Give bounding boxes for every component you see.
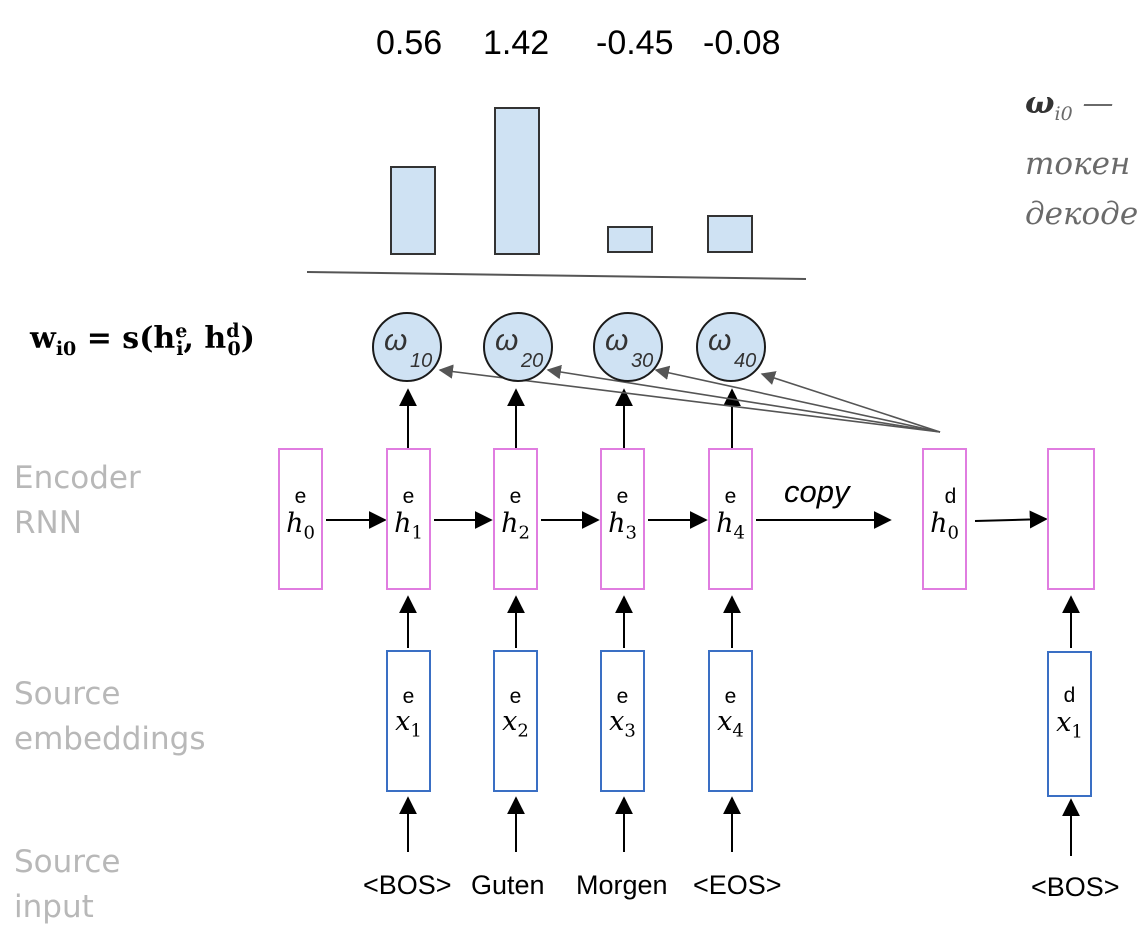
decoder-embedding-x1: d x1 [1047, 651, 1092, 797]
encoder-state-h0: e h0 [278, 448, 323, 590]
embedding-x2: e x2 [493, 650, 538, 792]
score-1: 0.56 [376, 24, 443, 62]
bar-1 [390, 166, 436, 255]
score-2: 1.42 [483, 24, 550, 62]
copy-label: copy [784, 474, 850, 509]
embedding-x3: e x3 [600, 650, 645, 792]
bar-3 [607, 226, 653, 253]
decoder-state-next [1047, 448, 1095, 590]
embedding-x4: e x4 [708, 650, 753, 792]
decoder-state-h0: d h0 [922, 448, 967, 590]
arrow-dec-omega-4 [760, 371, 941, 433]
attention-formula: wi0 = s(hei, hd0) [30, 320, 255, 360]
token-bos: <BOS> [363, 870, 452, 900]
embedding-x1: e x1 [386, 650, 431, 792]
decoder-token-bos: <BOS> [1031, 872, 1120, 902]
score-3: -0.45 [596, 24, 674, 62]
token-eos: <EOS> [693, 870, 782, 900]
token-guten: Guten [471, 870, 545, 900]
encoder-state-h1: e h1 [386, 448, 431, 590]
arrow-dec-omega-2 [546, 364, 941, 433]
encoder-state-h3: e h3 [600, 448, 645, 590]
token-morgen: Morgen [576, 870, 668, 900]
arrow-dec-omega-3 [654, 365, 941, 433]
score-4: -0.08 [703, 24, 781, 62]
arrow-dec-h0-next [974, 510, 1048, 529]
bar-baseline [306, 271, 807, 280]
side-note: ωi0 — токен декоде [1025, 85, 1139, 233]
encoder-state-h4: e h4 [708, 448, 753, 590]
bar-2 [494, 107, 540, 255]
bar-4 [707, 215, 753, 253]
encoder-state-h2: e h2 [493, 448, 538, 590]
